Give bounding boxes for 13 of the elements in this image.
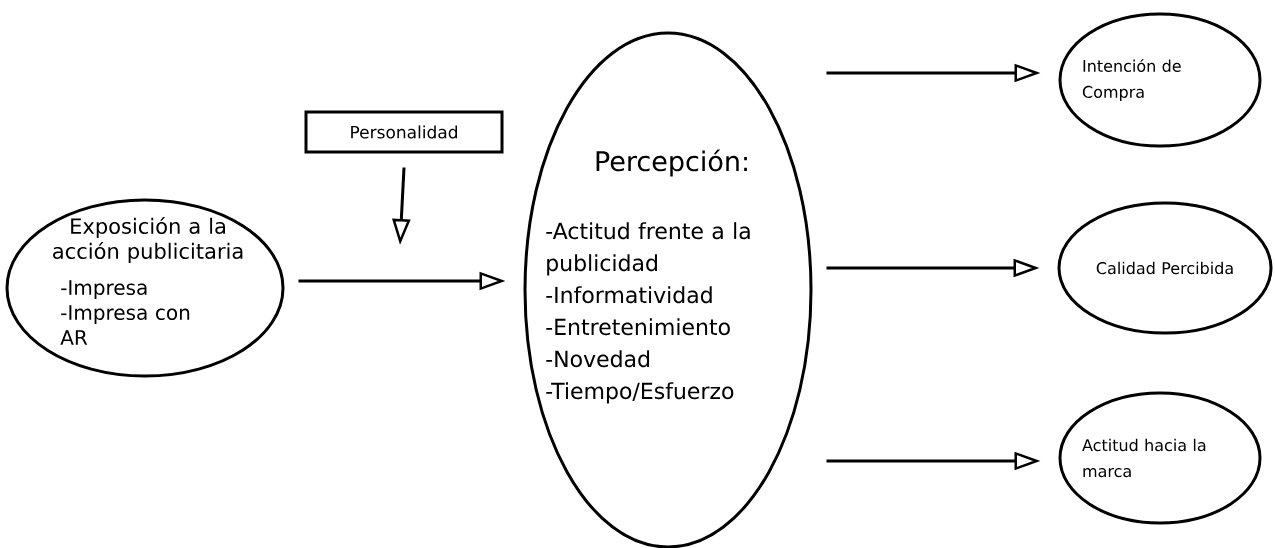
node-label: Calidad Percibida bbox=[1096, 261, 1233, 275]
list-item: -Actitud frente a la publicidad bbox=[546, 222, 750, 276]
node-title: Percepción: bbox=[596, 149, 747, 177]
node-label: Actitud hacia la marca bbox=[1082, 438, 1206, 478]
node-title: Exposición a la acción publicitaria bbox=[53, 216, 243, 264]
list-item: -Informatividad bbox=[546, 286, 712, 304]
node-label: Personalidad bbox=[351, 125, 457, 139]
node-label: Intención de Compra bbox=[1082, 58, 1181, 102]
list-item: -Tiempo/Esfuerzo bbox=[546, 382, 734, 404]
list-item: -Impresa bbox=[61, 280, 147, 299]
list-item: -Novedad bbox=[546, 350, 650, 368]
list-item: -Impresa con AR bbox=[60, 305, 190, 345]
list-item: -Entretenimiento bbox=[546, 318, 730, 336]
